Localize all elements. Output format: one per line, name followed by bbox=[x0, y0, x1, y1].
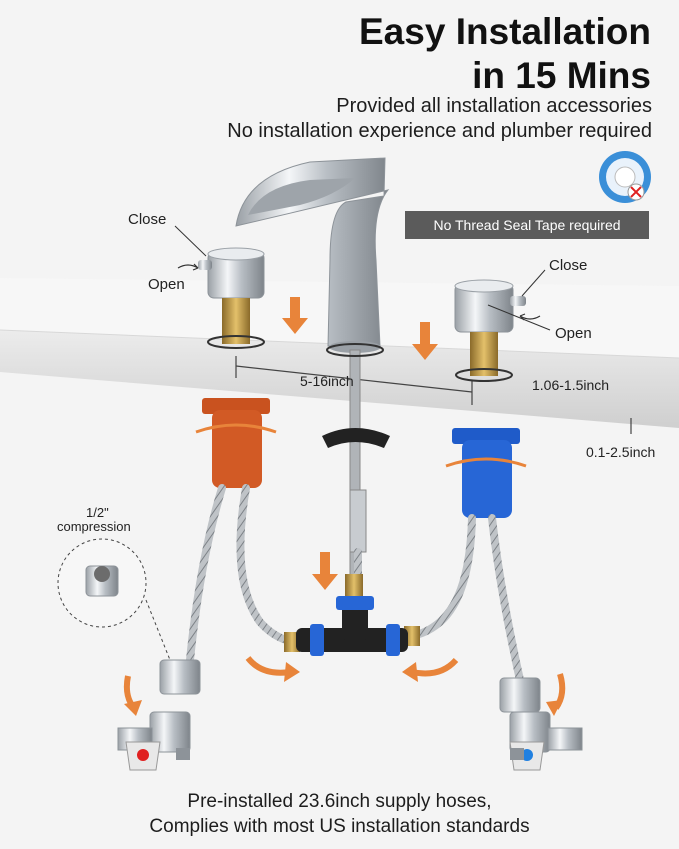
subtitle: Provided all installation accessories No… bbox=[227, 94, 652, 144]
compression-detail bbox=[57, 538, 171, 661]
title-line-1: Easy Installation bbox=[359, 11, 651, 52]
hole-dimension: 1.06-1.5inch bbox=[532, 377, 610, 393]
spread-dimension: 5-16inch bbox=[300, 373, 354, 389]
subtitle-line-2: No installation experience and plumber r… bbox=[227, 120, 652, 142]
center-hole bbox=[326, 343, 384, 357]
right-close-label: Close bbox=[549, 257, 588, 274]
hot-mounting-nut bbox=[195, 398, 277, 488]
fitting-size: 1/2" bbox=[86, 505, 109, 520]
right-handle bbox=[454, 279, 526, 382]
spout-bracket bbox=[322, 428, 390, 553]
footer-line-2: Complies with most US installation stand… bbox=[149, 816, 530, 837]
down-arrows bbox=[282, 297, 438, 590]
title-line-2: in 15 Mins bbox=[472, 55, 651, 96]
tee-connector bbox=[296, 596, 408, 656]
subtitle-line-1: Provided all installation accessories bbox=[336, 95, 652, 117]
left-handle bbox=[198, 247, 265, 349]
thread-tape-badge: No Thread Seal Tape required bbox=[405, 211, 649, 239]
deck-dimension: 0.1-2.5inch bbox=[586, 444, 656, 460]
arrowheads bbox=[124, 662, 562, 716]
fitting-type: compression bbox=[57, 519, 131, 534]
page-title: Easy Installation in 15 Mins bbox=[359, 10, 651, 98]
footer-text: Pre-installed 23.6inch supply hoses, Com… bbox=[0, 789, 679, 839]
pointer-lines bbox=[174, 225, 551, 331]
footer-line-1: Pre-installed 23.6inch supply hoses, bbox=[187, 791, 492, 812]
right-open-label: Open bbox=[555, 325, 592, 342]
left-close-label: Close bbox=[128, 211, 167, 228]
thread-tape-icon bbox=[599, 151, 651, 203]
supply-hoses bbox=[186, 484, 524, 684]
cold-angle-valve bbox=[509, 711, 583, 771]
rotate-arrows bbox=[177, 263, 541, 321]
hot-angle-valve bbox=[117, 711, 191, 771]
left-open-label: Open bbox=[148, 276, 185, 293]
cold-mounting-nut bbox=[445, 428, 527, 518]
